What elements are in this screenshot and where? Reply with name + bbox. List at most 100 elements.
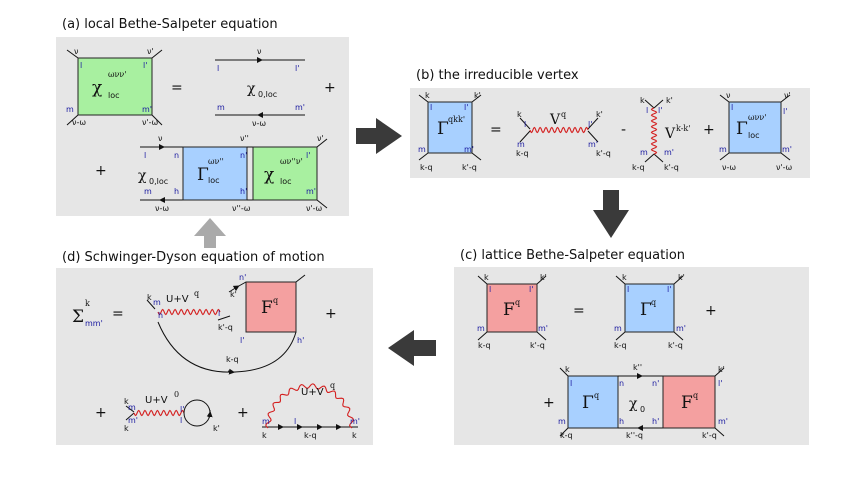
svg-text:k': k'	[474, 91, 481, 100]
svg-text:l': l'	[529, 285, 533, 294]
svg-text:ν'-ω: ν'-ω	[142, 118, 159, 127]
svg-text:ν: ν	[257, 47, 262, 56]
svg-text:q: q	[515, 298, 520, 307]
svg-text:m': m'	[782, 145, 792, 154]
svg-text:m': m'	[538, 324, 548, 333]
arrow-b-to-c	[593, 190, 629, 238]
svg-text:q: q	[594, 391, 599, 400]
svg-text:n': n'	[240, 151, 247, 160]
svg-text:k: k	[85, 299, 90, 308]
sigma-symbol: Σ k mm'	[72, 299, 103, 328]
svg-text:l: l	[524, 120, 526, 129]
svg-text:F: F	[261, 298, 273, 318]
svg-text:ων'': ων''	[208, 157, 224, 166]
chi-loc-box: χ loc ωνν' ν l ν' l' m m' ν-ω ν'-ω	[66, 47, 163, 127]
svg-text:m': m'	[295, 103, 305, 112]
svg-text:l: l	[627, 285, 629, 294]
chi0-gamma-chi-chain: ν l χ 0,loc m ν-ω n h Γ loc ων'' ν'' n' …	[138, 134, 328, 213]
svg-text:ν'-ω: ν'-ω	[776, 163, 793, 172]
svg-text:l': l'	[783, 107, 787, 116]
svg-text:q: q	[651, 298, 656, 307]
svg-text:loc: loc	[208, 176, 220, 185]
svg-text:l: l	[217, 64, 219, 73]
panel-d	[56, 268, 373, 445]
eq-d: =	[112, 306, 124, 322]
arrow-a-to-b	[356, 118, 402, 154]
svg-text:ων''ν': ων''ν'	[280, 157, 303, 166]
svg-text:l: l	[218, 309, 220, 318]
plus-c2: +	[543, 395, 555, 411]
svg-text:m: m	[144, 187, 152, 196]
svg-text:k': k'	[213, 424, 220, 433]
svg-text:h': h'	[652, 417, 659, 426]
svg-text:ν': ν'	[317, 134, 324, 143]
panel-d-title: (d) Schwinger-Dyson equation of motion	[62, 250, 325, 265]
svg-text:ν: ν	[726, 91, 731, 100]
svg-text:ν': ν'	[784, 91, 791, 100]
svg-text:m': m'	[588, 140, 598, 149]
svg-text:k-k': k-k'	[676, 124, 690, 133]
svg-text:q: q	[273, 296, 278, 305]
svg-text:q: q	[194, 289, 199, 298]
svg-text:k''-q: k''-q	[626, 431, 643, 440]
svg-text:m: m	[719, 145, 727, 154]
svg-text:l': l'	[718, 379, 722, 388]
plus-a2: +	[95, 163, 107, 179]
svg-text:k'-q: k'-q	[462, 163, 477, 172]
svg-text:χ: χ	[138, 168, 147, 184]
svg-text:k'': k''	[633, 363, 642, 372]
svg-text:h: h	[174, 187, 179, 196]
svg-text:k: k	[622, 273, 627, 282]
svg-text:k-q: k-q	[516, 149, 529, 158]
svg-text:l: l	[489, 285, 491, 294]
svg-text:F: F	[503, 300, 515, 320]
svg-text:k'-q: k'-q	[218, 323, 233, 332]
svg-text:V: V	[549, 112, 561, 128]
svg-text:k'-q: k'-q	[664, 163, 679, 172]
svg-text:n': n'	[652, 379, 659, 388]
svg-text:q: q	[693, 391, 698, 400]
svg-text:k': k'	[678, 273, 685, 282]
svg-text:loc: loc	[280, 177, 292, 186]
panel-a-title: (a) local Bethe-Salpeter equation	[62, 17, 278, 32]
svg-text:k: k	[565, 365, 570, 374]
svg-text:k'-q: k'-q	[702, 431, 717, 440]
svg-text:h: h	[158, 311, 163, 320]
svg-text:n: n	[174, 151, 179, 160]
svg-text:k-q: k-q	[632, 163, 645, 172]
svg-text:l': l'	[295, 64, 299, 73]
svg-text:l: l	[570, 379, 572, 388]
svg-text:l: l	[80, 61, 82, 70]
svg-text:l': l'	[588, 120, 592, 129]
svg-text:ν'': ν''	[240, 134, 249, 143]
svg-text:m: m	[262, 417, 270, 426]
svg-text:k': k'	[666, 96, 673, 105]
plus-d1: +	[325, 306, 337, 322]
arrow-c-to-d	[388, 330, 436, 366]
svg-text:k'-q: k'-q	[596, 149, 611, 158]
svg-text:V: V	[664, 126, 676, 142]
v-q-wavy: V q k l m k-q k' l' m' k'-q	[516, 110, 611, 158]
svg-text:l': l'	[240, 336, 244, 345]
gamma-q-box: Γ qkk' k l k' l' m m' k-q k'-q	[418, 91, 482, 172]
svg-text:0: 0	[174, 390, 179, 399]
svg-text:k-q: k-q	[614, 341, 627, 350]
svg-text:qkk': qkk'	[448, 115, 465, 124]
minus-b: -	[621, 122, 626, 138]
svg-text:U+V: U+V	[166, 294, 189, 305]
svg-text:m': m'	[664, 148, 674, 157]
svg-text:U+V: U+V	[145, 395, 168, 406]
svg-text:l: l	[180, 416, 182, 425]
svg-text:k-q: k-q	[226, 355, 239, 364]
svg-text:q: q	[330, 381, 335, 390]
eq-b1: =	[490, 122, 502, 138]
svg-text:k: k	[484, 273, 489, 282]
svg-text:k': k'	[718, 365, 725, 374]
svg-text:h': h'	[297, 336, 304, 345]
svg-text:ν-ω: ν-ω	[252, 119, 266, 128]
svg-text:m: m	[477, 324, 485, 333]
svg-text:m: m	[517, 140, 525, 149]
svg-text:m: m	[66, 105, 74, 114]
svg-text:ν: ν	[158, 134, 163, 143]
